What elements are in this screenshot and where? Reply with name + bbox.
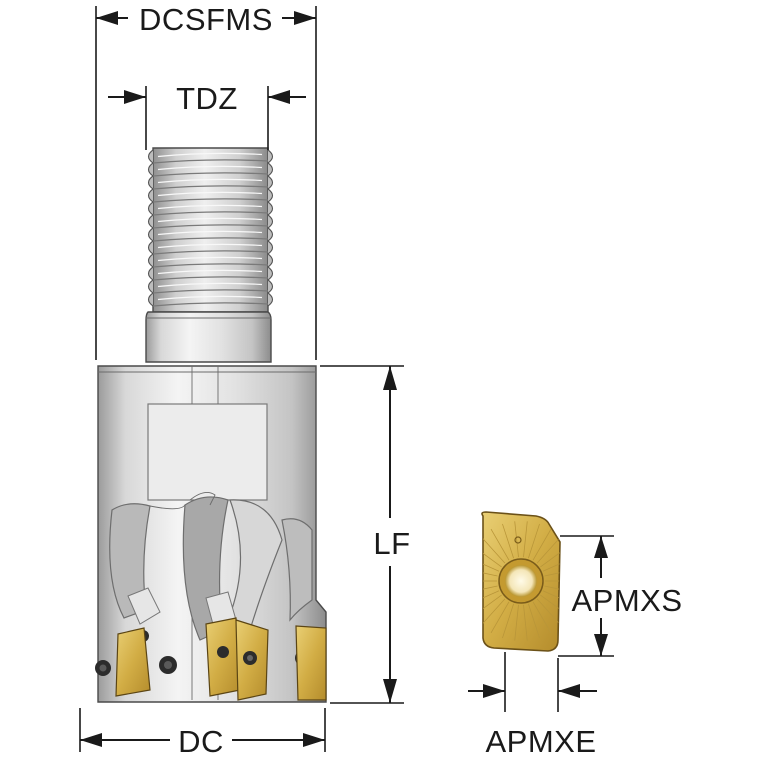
label-tdz: TDZ xyxy=(176,81,238,116)
label-apmxs: APMXS xyxy=(571,583,682,618)
dimension-lf: LF xyxy=(320,365,410,704)
mounted-insert-4 xyxy=(295,625,327,701)
label-dc: DC xyxy=(178,724,224,759)
dimension-dcsfms: DCSFMS xyxy=(95,2,317,360)
chip-pocket-1 xyxy=(127,587,161,625)
flute-3 xyxy=(227,499,283,631)
dimension-apmxe: APMXE xyxy=(468,652,597,759)
dimension-apmxs: APMXS xyxy=(558,535,682,657)
flute-4 xyxy=(281,518,313,622)
loose-insert xyxy=(481,511,561,652)
threaded-shank xyxy=(147,147,274,313)
mounted-insert-1 xyxy=(115,627,151,697)
dimension-dc: DC xyxy=(79,708,326,759)
insert-rays xyxy=(482,521,560,641)
label-apmxe: APMXE xyxy=(485,724,596,759)
thread-teeth xyxy=(147,149,274,307)
mounted-inserts xyxy=(115,617,327,701)
label-flat xyxy=(147,403,268,501)
dimension-tdz: TDZ xyxy=(108,81,306,150)
shank-neck xyxy=(145,311,272,363)
label-dcsfms: DCSFMS xyxy=(139,2,273,37)
cutter-body xyxy=(95,365,327,703)
flute-1 xyxy=(109,503,151,619)
label-lf: LF xyxy=(373,526,410,561)
